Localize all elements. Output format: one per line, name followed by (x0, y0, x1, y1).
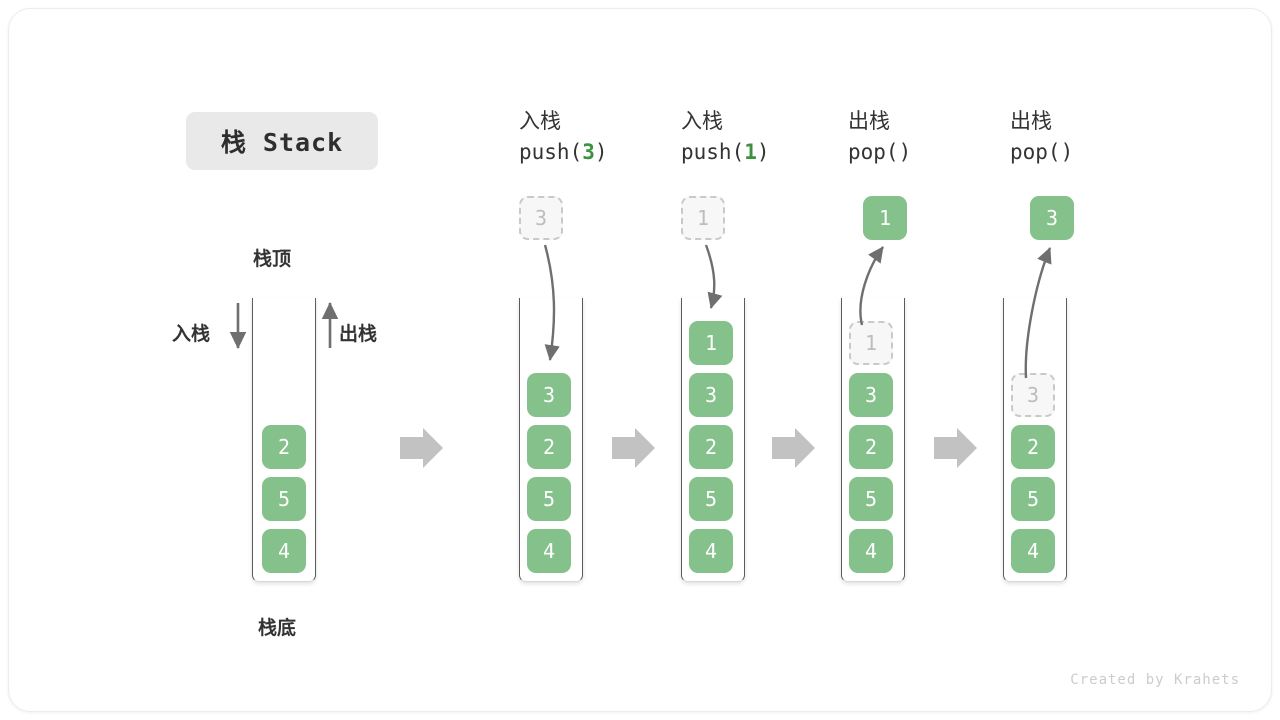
stack-cell: 3 (527, 373, 571, 417)
popped-cell-3: 3 (1030, 196, 1074, 240)
column-header-cn: 入栈 (519, 109, 561, 133)
stack-cell: 3 (689, 373, 733, 417)
stack-cell: 2 (1011, 425, 1055, 469)
column-header-op: push(1) (681, 137, 891, 168)
stack-cell: 5 (689, 477, 733, 521)
op-suffix: ) (898, 140, 912, 164)
column-header-cn: 出栈 (848, 109, 890, 133)
stack-cell: 1 (689, 321, 733, 365)
op-suffix: ) (756, 140, 770, 164)
stack-cell: 5 (849, 477, 893, 521)
column-header-cn: 出栈 (1010, 109, 1052, 133)
stack-cell-ghost: 1 (849, 321, 893, 365)
stack-cell: 4 (262, 529, 306, 573)
stack-cell: 2 (849, 425, 893, 469)
op-prefix: push( (681, 140, 745, 164)
column-header-push-3: 入栈 push(3) (519, 106, 729, 168)
op-suffix: ) (594, 140, 608, 164)
op-arg: 3 (582, 140, 595, 164)
stack-cell: 4 (849, 529, 893, 573)
stack-cell: 2 (527, 425, 571, 469)
floating-cell-push-3: 3 (519, 196, 563, 240)
op-arg: 1 (744, 140, 757, 164)
stack-cell: 3 (849, 373, 893, 417)
column-header-op: pop() (1010, 137, 1220, 168)
stack-cell-ghost: 3 (1011, 373, 1055, 417)
stack-cell: 5 (1011, 477, 1055, 521)
floating-cell-push-1: 1 (681, 196, 725, 240)
popped-cell-1: 1 (863, 196, 907, 240)
stack-title-chip: 栈 Stack (186, 112, 378, 170)
stack-cell: 5 (262, 477, 306, 521)
op-suffix: ) (1060, 140, 1074, 164)
stack-bottom-label: 栈底 (258, 617, 297, 639)
column-header-pop-1: 出栈 pop() (848, 106, 1058, 168)
op-prefix: pop( (848, 140, 899, 164)
stack-cell: 5 (527, 477, 571, 521)
credit-text: Created by Krahets (1070, 672, 1240, 688)
stack-cell: 4 (689, 529, 733, 573)
column-header-op: pop() (848, 137, 1058, 168)
stack-cell: 4 (527, 529, 571, 573)
stack-top-label: 栈顶 (253, 248, 292, 270)
stack-cell: 2 (689, 425, 733, 469)
column-header-pop-3: 出栈 pop() (1010, 106, 1220, 168)
column-header-cn: 入栈 (681, 109, 723, 133)
column-header-push-1: 入栈 push(1) (681, 106, 891, 168)
stack-cell: 2 (262, 425, 306, 469)
op-prefix: push( (519, 140, 583, 164)
op-prefix: pop( (1010, 140, 1061, 164)
push-side-label: 入栈 (172, 323, 211, 345)
pop-side-label: 出栈 (339, 323, 378, 345)
column-header-op: push(3) (519, 137, 729, 168)
stack-cell: 4 (1011, 529, 1055, 573)
